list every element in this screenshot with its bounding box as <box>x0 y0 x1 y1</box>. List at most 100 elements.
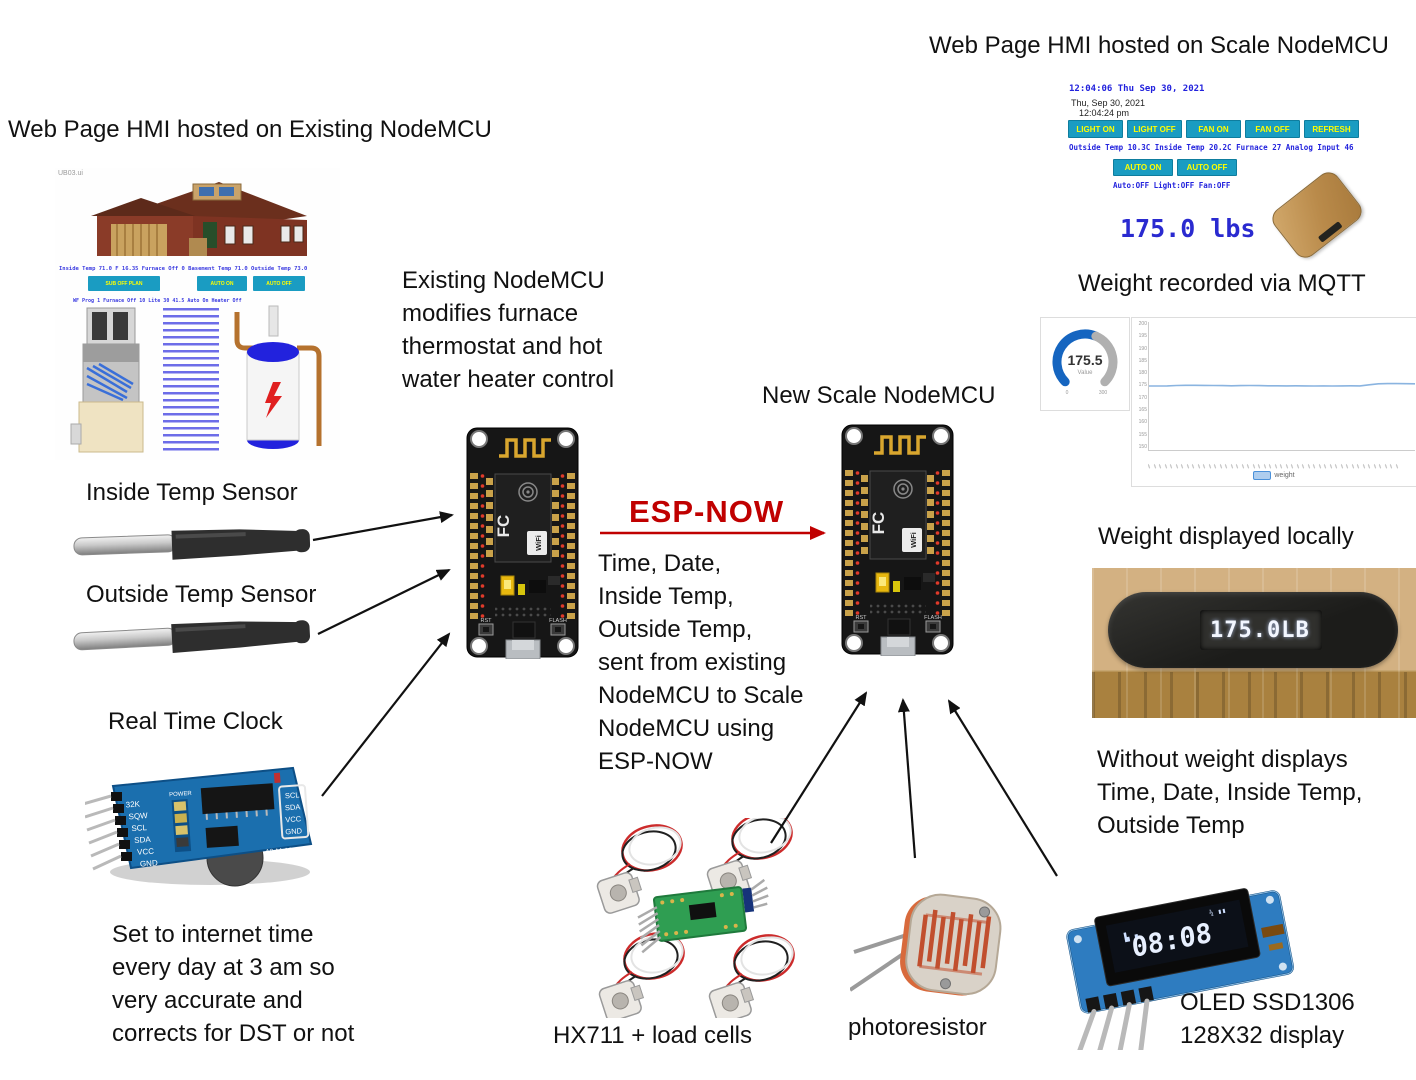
wifi-badge-text: WiFi <box>534 535 543 551</box>
house-illustration <box>91 182 307 256</box>
rtc-pin-label: VCC <box>137 847 155 857</box>
wifi-badge <box>902 528 922 552</box>
hmi-button[interactable]: FAN OFF <box>1245 120 1300 138</box>
title-scale-hmi: Web Page HMI hosted on Scale NodeMCU <box>929 32 1389 59</box>
rtc-pin-label: 32K <box>125 799 140 809</box>
x-tick-label: ⁄⁄ <box>1394 464 1401 469</box>
hmi-button[interactable]: FAN ON <box>1186 120 1241 138</box>
header-pins <box>1071 986 1154 1050</box>
note-line: OLED SSD1306 <box>1180 989 1355 1016</box>
y-tick-label: 155 <box>1138 431 1147 438</box>
svg-text:¾ ▮▮: ¾ ▮▮ <box>1209 906 1227 917</box>
note-line: water heater control <box>402 366 615 393</box>
note-line: very accurate and <box>112 987 303 1014</box>
arrow-rtc-to-existing <box>321 632 451 797</box>
title-existing-hmi: Web Page HMI hosted on Existing NodeMCU <box>8 116 492 143</box>
y-tick-label: 165 <box>1138 407 1147 414</box>
weight-gauge: 175.5 Value 0 300 <box>1052 329 1118 396</box>
rtc-left-pins <box>85 792 132 871</box>
legend-swatch <box>1253 471 1272 480</box>
gauge-panel: 175.5 Value 0 300 <box>1040 317 1130 411</box>
bamboo-scale-image <box>1267 167 1367 263</box>
mqtt-label: Weight recorded via MQTT <box>1078 270 1366 297</box>
rtc-pin-label: SDA <box>285 802 301 812</box>
hmi-button[interactable]: REFRESH <box>1304 120 1359 138</box>
outside-temp-sensor-image <box>72 616 312 659</box>
rtc-pin-label: SDA <box>134 835 152 845</box>
photoresistor-image <box>850 893 1002 996</box>
oled-photo: 175.0LB <box>1092 568 1416 718</box>
note-line: modifies furnace <box>402 300 579 327</box>
hx711-board <box>637 878 769 954</box>
outside-sensor-label: Outside Temp Sensor <box>86 581 317 608</box>
photoresistor-label: photoresistor <box>848 1014 987 1041</box>
scale-nodemcu-board: FC WiFi RST FLASH <box>840 423 955 661</box>
existing-nodemcu-board: FC WiFi RST FLASH <box>465 426 580 664</box>
note-line: Time, Date, <box>598 550 722 577</box>
gauge-max: 300 <box>1099 390 1108 396</box>
rtc-pin-label: SCL <box>285 790 300 800</box>
hmi-button[interactable]: LIGHT OFF <box>1127 120 1182 138</box>
note-line: Outside Temp, <box>598 616 753 643</box>
wifi-antenna-trace <box>874 435 926 455</box>
left-info-line: WF Prog 1 Furnace Off 10 Lite 30 41.5 Au… <box>73 298 242 304</box>
furnace-illustration <box>70 307 144 453</box>
nodemcu-board-art: FC WiFi RST FLASH <box>465 427 580 660</box>
rtc-power-label: POWER <box>169 791 193 799</box>
flash-label: FLASH <box>549 618 567 624</box>
espnow-payload-note: Time, Date, Inside Temp, Outside Temp, s… <box>598 547 803 778</box>
note-line: corrects for DST or not <box>112 1020 355 1047</box>
gauge-label: Value <box>1078 370 1094 376</box>
hx711-label: HX711 + load cells <box>553 1022 753 1049</box>
weight-line-chart <box>1149 382 1416 387</box>
arrow-photoresistor-to-scale <box>897 698 917 859</box>
nodemcu-board-art: FC WiFi RST FLASH <box>840 424 955 657</box>
gauge-value: 175.5 <box>1067 352 1102 368</box>
left-hmi-button-1[interactable]: SUB OFF PLAN <box>88 276 160 291</box>
rtc-pin-label: SQW <box>128 811 148 821</box>
y-tick-label: 185 <box>1138 357 1147 364</box>
rtc-pin-label: GND <box>140 858 159 868</box>
hmi-button[interactable]: AUTO ON <box>1113 159 1173 176</box>
note-line: 128X32 display <box>1180 1022 1345 1049</box>
left-hmi-button-2[interactable]: AUTO ON <box>197 276 247 291</box>
hmi-button[interactable]: AUTO OFF <box>1177 159 1237 176</box>
usb-uart-chip <box>512 621 536 639</box>
rst-label: RST <box>481 618 493 624</box>
wifi-badge-text: WiFi <box>909 532 918 548</box>
hmi-date-line1: Thu, Sep 30, 2021 <box>1071 98 1146 108</box>
note-line: Inside Temp, <box>598 583 734 610</box>
y-tick-label: 190 <box>1138 345 1147 352</box>
hmi-button[interactable]: LIGHT ON <box>1068 120 1123 138</box>
note-line: ESP-NOW <box>598 748 713 775</box>
note-line: NodeMCU using <box>598 715 775 742</box>
oled-local-reading: 175.0LB <box>1210 618 1310 643</box>
gauge-value-arc <box>1052 329 1101 387</box>
left-hmi-button-3[interactable]: AUTO OFF <box>253 276 305 291</box>
note-line: every day at 3 am so <box>112 954 335 981</box>
y-tick-label: 180 <box>1138 370 1147 377</box>
y-tick-label: 195 <box>1138 333 1147 340</box>
chart-legend[interactable]: weight <box>1132 471 1416 480</box>
legend-label: weight <box>1274 472 1295 479</box>
note-line: sent from existing <box>598 649 787 676</box>
gauge-track-arc <box>1091 331 1118 387</box>
y-tick-label: 200 <box>1138 321 1147 327</box>
rtc-addr-label: A0 A1 A2 <box>265 847 293 856</box>
note-line: Outside Temp <box>1097 812 1245 839</box>
hmi-weight-reading: 175.0 lbs <box>1120 214 1256 243</box>
flash-label: FLASH <box>924 615 942 621</box>
existing-hmi-screenshot: UB03.ui Inside Temp 71.0 F 16.35 Furnace… <box>55 168 340 460</box>
left-page-url-text: UB03.ui <box>58 170 83 177</box>
fc-mark: FC <box>494 515 513 538</box>
usb-uart-chip <box>887 618 911 636</box>
weight-series-line <box>1149 382 1416 387</box>
gauge-min: 0 <box>1066 390 1069 396</box>
rtc-image: 32K SQW SCL SDA VCC GND POWER A0 A1 A2 <box>85 766 313 887</box>
rtc-pin-label: SCL <box>131 823 148 833</box>
oled-module-label: OLED SSD1306 128X32 display <box>1180 986 1355 1052</box>
